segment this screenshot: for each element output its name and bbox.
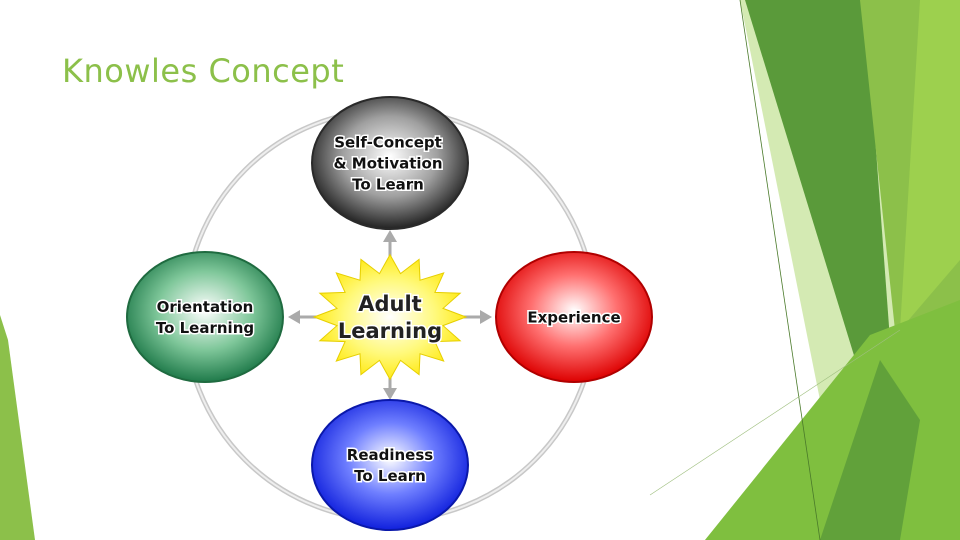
thin-diagonal-line (739, 0, 821, 540)
slide-title: Knowles Concept (62, 52, 345, 90)
label-line: To Learn (352, 175, 424, 193)
node-orientation-label: Orientation To Learning (156, 298, 254, 337)
label-line: To Learning (156, 319, 254, 337)
label-line: & Motivation (333, 154, 442, 172)
label-line: Experience (527, 308, 620, 326)
thin-diagonal-line-2 (649, 329, 901, 496)
node-experience-label: Experience (527, 308, 620, 326)
left-edge-stripe (0, 315, 35, 540)
label-line: Readiness (347, 446, 434, 464)
node-readiness-label: Readiness To Learn (347, 446, 434, 485)
label-line: Self-Concept (334, 133, 442, 151)
node-orientation (126, 251, 284, 383)
bottom-dark-wedge (820, 360, 920, 540)
right-bright-stripe (900, 0, 960, 330)
right-dark-triangle (745, 0, 890, 375)
node-experience (495, 251, 653, 383)
label-line: To Learn (354, 467, 426, 485)
node-self-concept (311, 96, 469, 230)
label-line: Adult (358, 292, 421, 316)
node-self-concept-label: Self-Concept & Motivation To Learn (333, 133, 442, 193)
label-line: Learning (338, 319, 442, 343)
node-readiness (311, 399, 469, 531)
label-line: Orientation (157, 298, 254, 316)
center-star (312, 253, 468, 381)
